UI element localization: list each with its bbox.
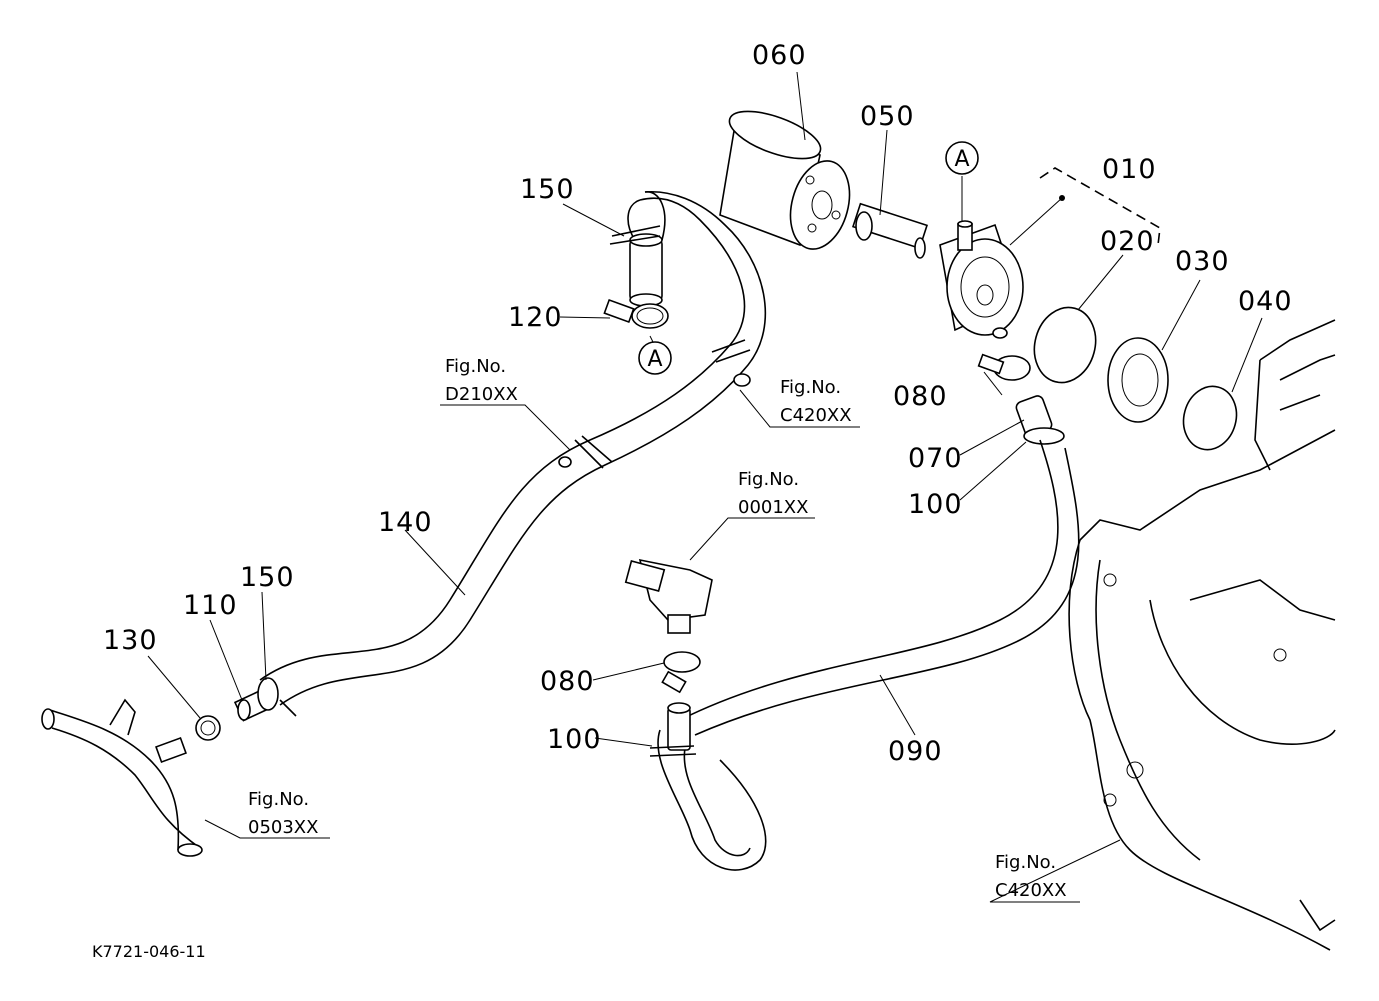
fig-ref-0503-prefix: Fig.No. xyxy=(248,789,309,810)
part-label-060: 060 xyxy=(752,40,807,71)
fig-ref-0503: Fig.No. 0503XX xyxy=(248,789,318,838)
fig-ref-0001-code: 0001XX xyxy=(738,497,808,518)
fig-ref-c420-top: Fig.No. C420XX xyxy=(780,377,852,426)
leader-lines xyxy=(147,71,1263,903)
diagram-code: K7721-046-11 xyxy=(92,942,206,961)
callout-a-left-letter: A xyxy=(647,347,662,372)
clamp-120 xyxy=(603,298,669,329)
part-label-080-bottom: 080 xyxy=(540,666,595,697)
part-label-100-bottom: 100 xyxy=(547,724,602,755)
fig-ref-c420-top-code: C420XX xyxy=(780,405,852,426)
nipple-050 xyxy=(851,202,929,259)
fig-ref-c420-bottom-prefix: Fig.No. xyxy=(995,852,1056,873)
engine-housing xyxy=(1068,319,1336,951)
hose-140 xyxy=(259,190,767,706)
fig-ref-d210-code: D210XX xyxy=(445,384,518,405)
part-label-080-top: 080 xyxy=(893,381,948,412)
part-label-130: 130 xyxy=(103,625,158,656)
oil-cooler-010 xyxy=(939,220,1024,339)
elbow-0001 xyxy=(624,558,713,694)
fig-ref-c420-bottom-code: C420XX xyxy=(995,880,1067,901)
part-label-010: 010 xyxy=(1102,154,1157,185)
part-label-030: 030 xyxy=(1175,246,1230,277)
part-label-140: 140 xyxy=(378,507,433,538)
callout-a-top-letter: A xyxy=(954,147,969,172)
fig-ref-c420-top-prefix: Fig.No. xyxy=(780,377,841,398)
part-label-020: 020 xyxy=(1100,226,1155,257)
hose-090 xyxy=(649,439,1080,871)
drawing xyxy=(41,110,1336,951)
part-label-120: 120 xyxy=(508,302,563,333)
part-label-040: 040 xyxy=(1238,286,1293,317)
part-label-150-top: 150 xyxy=(520,174,575,205)
pipe-top-150 xyxy=(609,225,663,307)
part-labels: 060 050 010 020 030 040 150 120 080 070 … xyxy=(103,40,1293,767)
part-label-070: 070 xyxy=(908,443,963,474)
part-label-100-top: 100 xyxy=(908,489,963,520)
part-label-110: 110 xyxy=(183,590,238,621)
part-label-150-bottom: 150 xyxy=(240,562,295,593)
oil-filter-060 xyxy=(719,110,851,250)
seals xyxy=(1033,306,1238,451)
pipe-0503 xyxy=(41,698,203,857)
fittings-bottom-left xyxy=(195,677,297,741)
figure-refs: Fig.No. D210XX Fig.No. C420XX Fig.No. 00… xyxy=(248,356,1067,901)
fig-ref-0001-prefix: Fig.No. xyxy=(738,469,799,490)
fig-ref-d210-prefix: Fig.No. xyxy=(445,356,506,377)
callout-a-top: A xyxy=(945,141,979,175)
fig-ref-c420-bottom: Fig.No. C420XX xyxy=(995,852,1067,901)
fig-ref-d210: Fig.No. D210XX xyxy=(445,356,518,405)
fittings-top-right xyxy=(977,353,1065,445)
callout-a-left: A xyxy=(638,341,672,375)
fig-ref-0503-code: 0503XX xyxy=(248,817,318,838)
part-label-090: 090 xyxy=(888,736,943,767)
fig-ref-0001: Fig.No. 0001XX xyxy=(738,469,808,518)
part-label-050: 050 xyxy=(860,101,915,132)
